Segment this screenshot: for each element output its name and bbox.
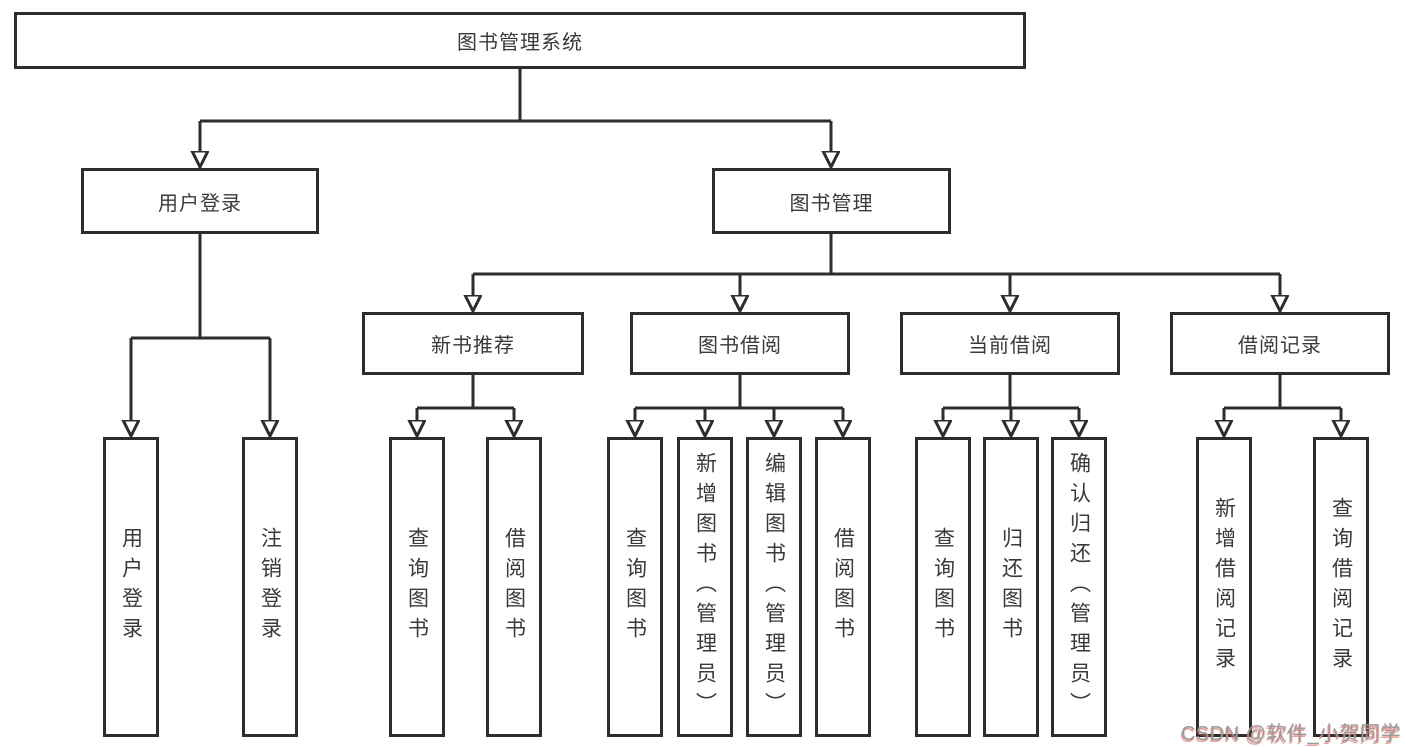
- node-current-borrow: 当前借阅: [900, 312, 1120, 375]
- csdn-watermark: CSDN @软件_小贺同学: [1181, 723, 1402, 745]
- leaf-current-return-book: 归还图书: [983, 437, 1039, 737]
- leaf-borrow-borrow-book-label: 借阅图书: [831, 527, 855, 647]
- leaf-newrec-borrow-book-label: 借阅图书: [502, 527, 526, 647]
- node-library-system: 图书管理系统: [14, 12, 1026, 69]
- node-user-login-label: 用户登录: [158, 192, 242, 215]
- leaf-user-login: 用户登录: [103, 437, 159, 737]
- leaf-logout-login: 注销登录: [242, 437, 298, 737]
- node-book-management-label: 图书管理: [789, 192, 874, 215]
- node-book-management: 图书管理: [712, 168, 951, 234]
- leaf-current-return-book-label: 归还图书: [999, 527, 1023, 647]
- leaf-borrow-borrow-book: 借阅图书: [815, 437, 871, 737]
- node-borrow-records: 借阅记录: [1170, 312, 1390, 375]
- leaf-records-query-record: 查询借阅记录: [1313, 437, 1369, 737]
- leaf-records-add-record-label: 新增借阅记录: [1212, 497, 1236, 677]
- leaf-current-query-book-label: 查询图书: [931, 527, 955, 647]
- leaf-records-add-record: 新增借阅记录: [1196, 437, 1252, 737]
- node-book-borrow: 图书借阅: [630, 312, 850, 375]
- leaf-newrec-borrow-book: 借阅图书: [486, 437, 542, 737]
- node-user-login: 用户登录: [81, 168, 319, 234]
- node-new-book-recommend: 新书推荐: [362, 312, 584, 375]
- node-new-book-recommend-label: 新书推荐: [431, 335, 515, 357]
- leaf-borrow-add-book-admin-label: 新增图书（管理员）: [693, 452, 717, 722]
- leaf-current-query-book: 查询图书: [915, 437, 971, 737]
- leaf-current-confirm-return-admin: 确认归还（管理员）: [1051, 437, 1107, 737]
- node-current-borrow-label: 当前借阅: [968, 335, 1052, 357]
- node-borrow-records-label: 借阅记录: [1238, 335, 1322, 357]
- leaf-newrec-query-book: 查询图书: [389, 437, 445, 737]
- leaf-borrow-query-book: 查询图书: [607, 437, 663, 737]
- leaf-records-query-record-label: 查询借阅记录: [1329, 497, 1353, 677]
- leaf-borrow-edit-book-admin-label: 编辑图书（管理员）: [762, 452, 786, 722]
- leaf-borrow-add-book-admin: 新增图书（管理员）: [677, 437, 733, 737]
- leaf-logout-login-label: 注销登录: [258, 527, 282, 647]
- node-book-borrow-label: 图书借阅: [698, 335, 782, 357]
- leaf-user-login-label: 用户登录: [119, 527, 143, 647]
- leaf-newrec-query-book-label: 查询图书: [405, 527, 429, 647]
- leaf-borrow-edit-book-admin: 编辑图书（管理员）: [746, 437, 802, 737]
- leaf-borrow-query-book-label: 查询图书: [623, 527, 647, 647]
- node-library-system-label: 图书管理系统: [457, 32, 583, 54]
- leaf-current-confirm-return-admin-label: 确认归还（管理员）: [1067, 452, 1091, 722]
